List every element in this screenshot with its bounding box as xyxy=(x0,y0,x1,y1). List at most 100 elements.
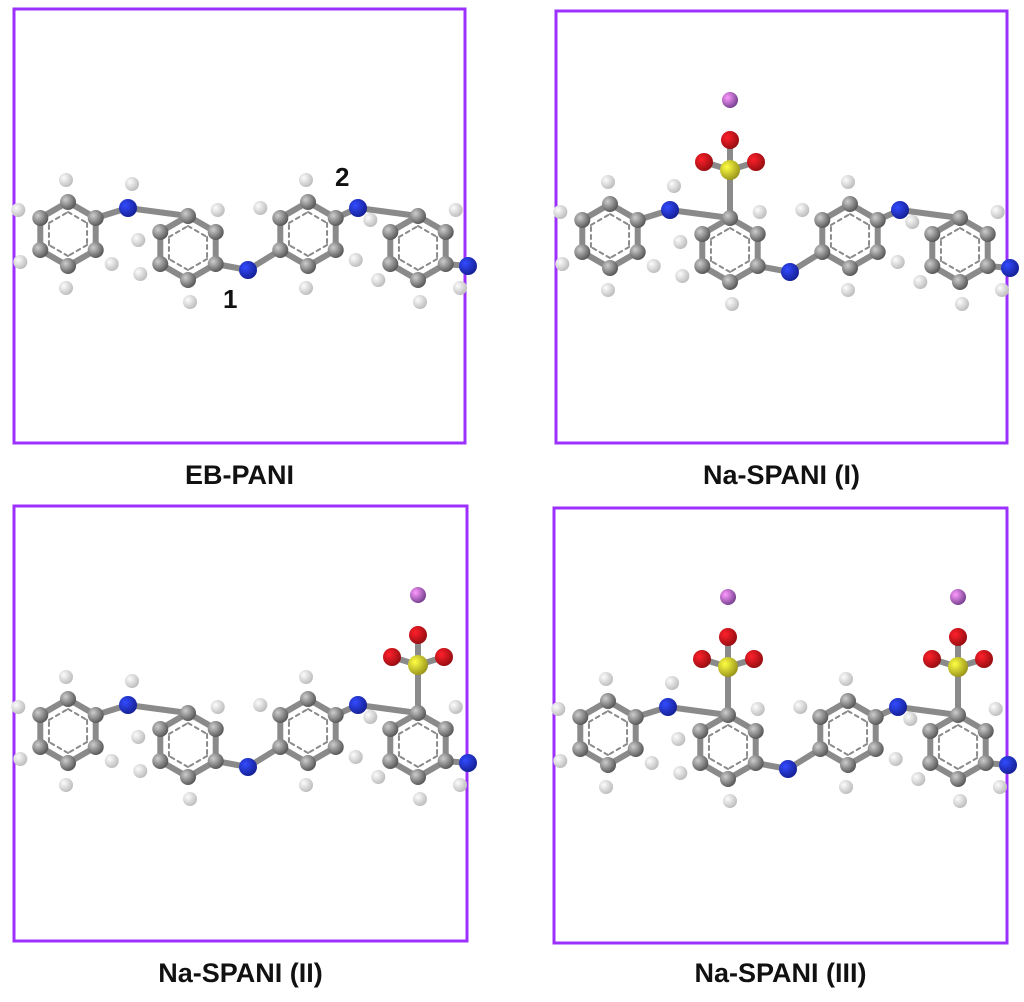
carbon-atom xyxy=(327,210,344,226)
bond xyxy=(47,211,69,224)
carbon-atom xyxy=(952,210,968,226)
bond xyxy=(417,722,439,735)
nitrogen-atom xyxy=(349,199,367,217)
bond xyxy=(67,211,89,224)
bond xyxy=(607,743,629,756)
hydrogen-atom xyxy=(793,700,808,714)
hydrogen-atom xyxy=(299,173,313,187)
oxygen-atom xyxy=(383,648,401,666)
carbon-atom xyxy=(922,755,939,771)
bond xyxy=(709,260,731,273)
carbon-atom xyxy=(840,757,856,773)
carbon-atom xyxy=(87,210,104,226)
hydrogen-atom xyxy=(601,175,615,189)
nitrogen-atom xyxy=(999,756,1017,774)
bond xyxy=(355,205,421,219)
bond xyxy=(307,741,329,754)
hydrogen-atom xyxy=(210,700,225,714)
molecule-na-spani-1 xyxy=(553,9,1019,445)
carbon-atom xyxy=(207,256,224,272)
hydrogen-atom xyxy=(988,702,1003,716)
carbon-atom xyxy=(152,224,169,240)
hydrogen-atom xyxy=(839,780,853,794)
atoms xyxy=(11,587,477,806)
oxygen-atom xyxy=(745,650,763,668)
molecule-na-spani-3 xyxy=(551,506,1017,945)
carbon-atom xyxy=(437,721,454,737)
hydrogen-atom xyxy=(839,672,853,686)
carbon-atom xyxy=(979,226,996,242)
carbon-atom xyxy=(32,739,49,755)
hydrogen-atom xyxy=(183,295,197,309)
bond xyxy=(67,741,89,754)
carbon-atom xyxy=(692,723,709,739)
carbon-atom xyxy=(180,208,196,224)
carbon-atom xyxy=(979,258,996,274)
carbon-atom xyxy=(300,755,316,771)
carbon-atom xyxy=(814,244,831,260)
carbon-atom xyxy=(574,212,591,228)
carbon-atom xyxy=(812,709,829,725)
bond xyxy=(47,741,69,754)
carbon-atom xyxy=(437,224,454,240)
bond xyxy=(287,211,309,224)
hydrogen-atom xyxy=(551,702,566,716)
hydrogen-atom xyxy=(13,255,28,269)
carbon-atom xyxy=(207,721,224,737)
hydrogen-atom xyxy=(673,235,688,249)
oxygen-atom xyxy=(721,131,739,149)
carbon-atom xyxy=(629,212,646,228)
hydrogen-atom xyxy=(183,792,197,806)
bond xyxy=(125,205,191,219)
carbon-atom xyxy=(87,707,104,723)
bond xyxy=(847,743,869,756)
carbon-atom xyxy=(572,709,589,725)
carbon-atom xyxy=(747,723,764,739)
hydrogen-atom xyxy=(59,670,73,684)
nitrogen-atom xyxy=(119,696,137,714)
hydrogen-atom xyxy=(601,283,615,297)
carbon-atom xyxy=(812,741,829,757)
bond xyxy=(417,225,439,238)
molecule-na-spani-2 xyxy=(11,504,477,943)
sulfur-atom xyxy=(720,160,740,180)
bond xyxy=(167,722,189,735)
hydrogen-atom xyxy=(993,780,1007,794)
nitrogen-atom xyxy=(661,201,679,219)
unit-cell-frame xyxy=(554,9,1009,445)
hydrogen-atom xyxy=(725,297,739,311)
hydrogen-atom xyxy=(888,752,903,766)
bond xyxy=(397,225,419,238)
carbon-atom xyxy=(437,753,454,769)
bond xyxy=(939,260,961,273)
atom-label-2: 2 xyxy=(335,162,349,192)
bond xyxy=(587,710,609,723)
carbon-atom xyxy=(87,242,104,258)
carbon-atom xyxy=(272,242,289,258)
carbon-atom xyxy=(694,258,711,274)
nitrogen-atom xyxy=(459,257,477,275)
sulfur-atom xyxy=(948,657,968,677)
caption-na-spani-3: Na-SPANI (III) xyxy=(694,958,867,988)
carbon-atom xyxy=(87,739,104,755)
bond xyxy=(827,710,849,723)
panel-na-spani-2 xyxy=(11,504,477,943)
bond xyxy=(959,227,981,240)
atoms xyxy=(11,173,477,309)
hydrogen-atom xyxy=(599,672,613,686)
hydrogen-atom xyxy=(995,283,1009,297)
hydrogen-atom xyxy=(299,670,313,684)
carbon-atom xyxy=(32,242,49,258)
bond xyxy=(957,724,979,737)
bond xyxy=(307,244,329,257)
carbon-atom xyxy=(629,244,646,260)
carbon-atom xyxy=(602,196,618,212)
carbon-atom xyxy=(574,244,591,260)
bond xyxy=(125,702,191,716)
nitrogen-atom xyxy=(781,263,799,281)
oxygen-atom xyxy=(409,626,427,644)
sulfur-atom xyxy=(718,657,738,677)
bond xyxy=(827,743,849,756)
carbon-atom xyxy=(327,707,344,723)
hydrogen-atom xyxy=(553,205,568,219)
